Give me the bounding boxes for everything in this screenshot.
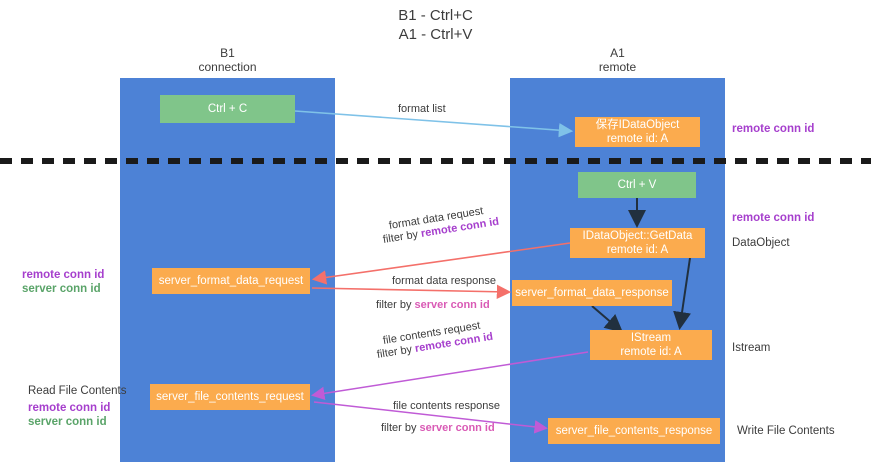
node-save-idataobject-label: 保存IDataObject [595, 119, 680, 131]
edge-response-istream [591, 305, 624, 333]
filter-prefix: filter by [376, 299, 415, 311]
filter-key-server-conn-id: server conn id [414, 299, 490, 311]
edge-format-list [294, 110, 574, 138]
node-istream[interactable]: IStream remote id: A [590, 330, 712, 360]
edge-label-file-contents-response: file contents response [393, 400, 501, 412]
lane-header-b1-name: B1 [220, 46, 235, 60]
node-ctrl-v[interactable]: Ctrl + V [578, 172, 696, 198]
annotation-right-write-file-contents: Write File Contents [737, 425, 835, 437]
node-istream-label: IStream [630, 332, 672, 344]
node-server-file-contents-response[interactable]: server_file_contents_response [548, 418, 720, 444]
edge-label-file-contents-response-filter: filter by server conn id [381, 421, 495, 435]
title-line-2: A1 - Ctrl+V [398, 26, 473, 43]
node-server-file-contents-request[interactable]: server_file_contents_request [150, 384, 310, 410]
node-server-file-contents-request-label: server_file_contents_request [156, 391, 304, 403]
node-istream-sub: remote id: A [620, 346, 682, 358]
edge-getdata-istream [673, 257, 691, 330]
node-idataobject-getdata-label: IDataObject::GetData [582, 230, 693, 242]
node-server-format-data-request-label: server_format_data_request [158, 275, 304, 287]
edge-label-format-list: format list [398, 103, 446, 115]
node-server-format-data-request[interactable]: server_format_data_request [152, 268, 310, 294]
edge-file-contents-request [311, 351, 589, 401]
node-idataobject-getdata[interactable]: IDataObject::GetData remote id: A [570, 228, 705, 258]
edge-file-contents-response [313, 401, 548, 434]
filter-prefix: filter by [381, 422, 420, 434]
annotation-left-remote-conn-id-bottom: remote conn id [28, 402, 111, 414]
lane-header-a1: A1 remote [510, 46, 725, 74]
edge-label-format-data-response: format data response [392, 275, 496, 287]
annotation-right-istream: Istream [732, 342, 771, 354]
page-title: B1 - Ctrl+C A1 - Ctrl+V [0, 6, 871, 44]
node-save-idataobject-sub: remote id: A [606, 133, 669, 145]
lane-header-b1-role: connection [198, 60, 257, 74]
node-ctrl-c-label: Ctrl + C [207, 103, 248, 115]
title-line-1: B1 - Ctrl+C [398, 7, 473, 24]
edge-format-data-response [311, 284, 512, 299]
lane-header-a1-name: A1 [610, 46, 625, 60]
filter-key-server-conn-id: server conn id [419, 422, 495, 434]
edge-format-data-request [311, 242, 571, 285]
node-idataobject-getdata-sub: remote id: A [606, 244, 669, 256]
annotation-left-read-file-contents: Read File Contents [28, 385, 127, 397]
annotation-right-dataobject: DataObject [732, 237, 790, 249]
annotation-right-remote-conn-id-mid: remote conn id [732, 212, 815, 224]
lane-header-a1-role: remote [598, 60, 637, 74]
edge-label-format-data-response-filter: filter by server conn id [376, 298, 490, 312]
node-server-file-contents-response-label: server_file_contents_response [555, 425, 713, 437]
annotation-left-remote-conn-id-mid: remote conn id [22, 269, 105, 281]
node-server-format-data-response-label: server_format_data_response [515, 287, 669, 299]
node-save-idataobject[interactable]: 保存IDataObject remote id: A [575, 117, 700, 147]
annotation-left-server-conn-id-mid: server conn id [22, 283, 101, 295]
node-ctrl-c[interactable]: Ctrl + C [160, 95, 295, 123]
annotation-left-server-conn-id-bottom: server conn id [28, 416, 107, 428]
node-server-format-data-response[interactable]: server_format_data_response [512, 280, 672, 306]
annotation-right-remote-conn-id-top: remote conn id [732, 123, 815, 135]
node-ctrl-v-label: Ctrl + V [617, 179, 657, 191]
lane-header-b1: B1 connection [120, 46, 335, 74]
